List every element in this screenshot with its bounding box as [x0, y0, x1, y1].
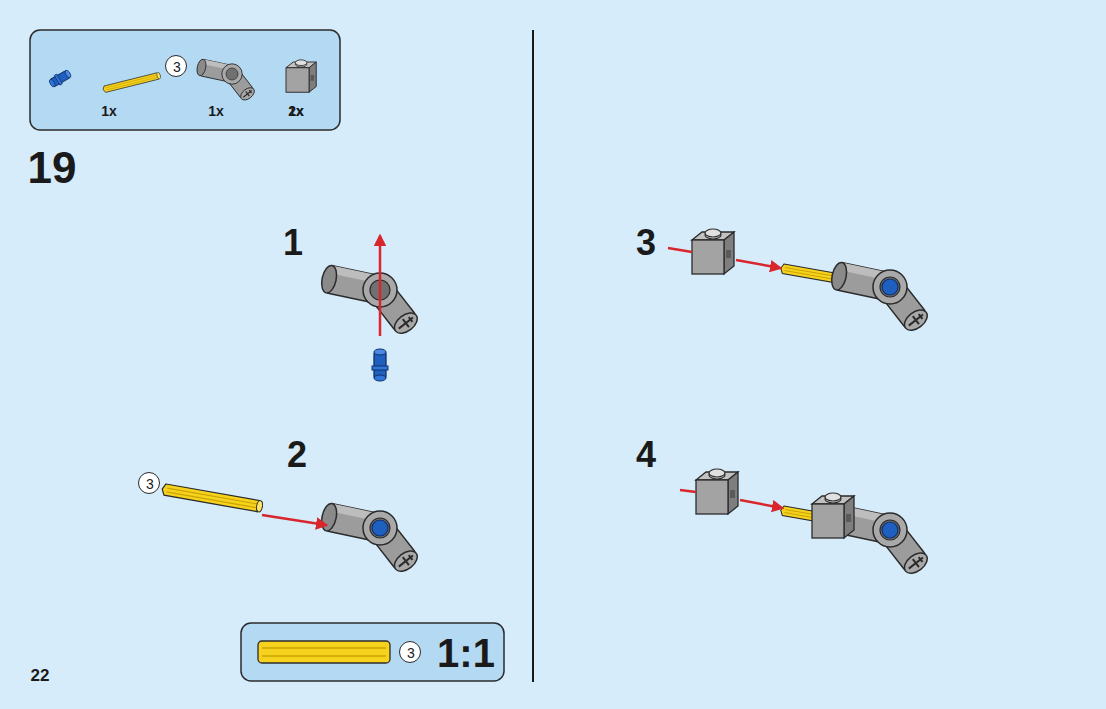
- parts-list: 31x1x1x2x: [30, 30, 340, 130]
- callout-circle: 3: [399, 641, 421, 663]
- technic-brick: [286, 60, 316, 92]
- page-number: 22: [31, 667, 50, 684]
- yellow-axle: [102, 72, 161, 93]
- parts-panel: [30, 30, 340, 130]
- callout-circle: 3: [165, 55, 187, 77]
- callout-number: 3: [173, 60, 181, 74]
- pin-in-hole: [882, 522, 898, 538]
- axle-groove: [262, 647, 386, 648]
- callout-circle: 3: [138, 472, 160, 494]
- callout-number: 3: [407, 646, 415, 660]
- blue-pin: [48, 68, 73, 89]
- technic-brick: [812, 493, 854, 538]
- substep-number: 4: [636, 437, 656, 473]
- scale-box: 3 1:1: [241, 623, 504, 681]
- angle-connector: [829, 261, 931, 334]
- assembly-arrow: [262, 515, 326, 525]
- angle-connector: [319, 264, 421, 337]
- callout-number: 3: [146, 477, 154, 491]
- scale-label: 1:1: [437, 633, 495, 673]
- pin-in-hole: [882, 279, 898, 295]
- pin-in-hole: [372, 520, 388, 536]
- assembly-arrow: [379, 236, 382, 336]
- angle-connector: [196, 58, 257, 102]
- scale-panel: [241, 623, 504, 681]
- substep-number: 2: [287, 437, 307, 473]
- part-count: 1x: [101, 104, 117, 118]
- yellow-axle: [161, 484, 263, 513]
- assembly-arrow: [736, 260, 780, 268]
- part-count: 2x: [288, 104, 304, 118]
- substep-number: 3: [636, 225, 656, 261]
- axle-groove: [262, 655, 386, 656]
- angle-connector: [319, 502, 421, 575]
- step-number: 19: [28, 146, 77, 190]
- axle-scale-sample: [258, 641, 390, 663]
- assembly-arrow: [668, 248, 692, 252]
- part-count: 1x: [208, 104, 224, 118]
- assembly-arrow: [680, 490, 696, 492]
- technic-brick: [696, 469, 738, 514]
- divider: [532, 30, 534, 682]
- assembly-arrow: [740, 500, 782, 508]
- technic-brick: [692, 229, 734, 274]
- blue-pin: [372, 349, 388, 381]
- substep-number: 1: [283, 225, 303, 261]
